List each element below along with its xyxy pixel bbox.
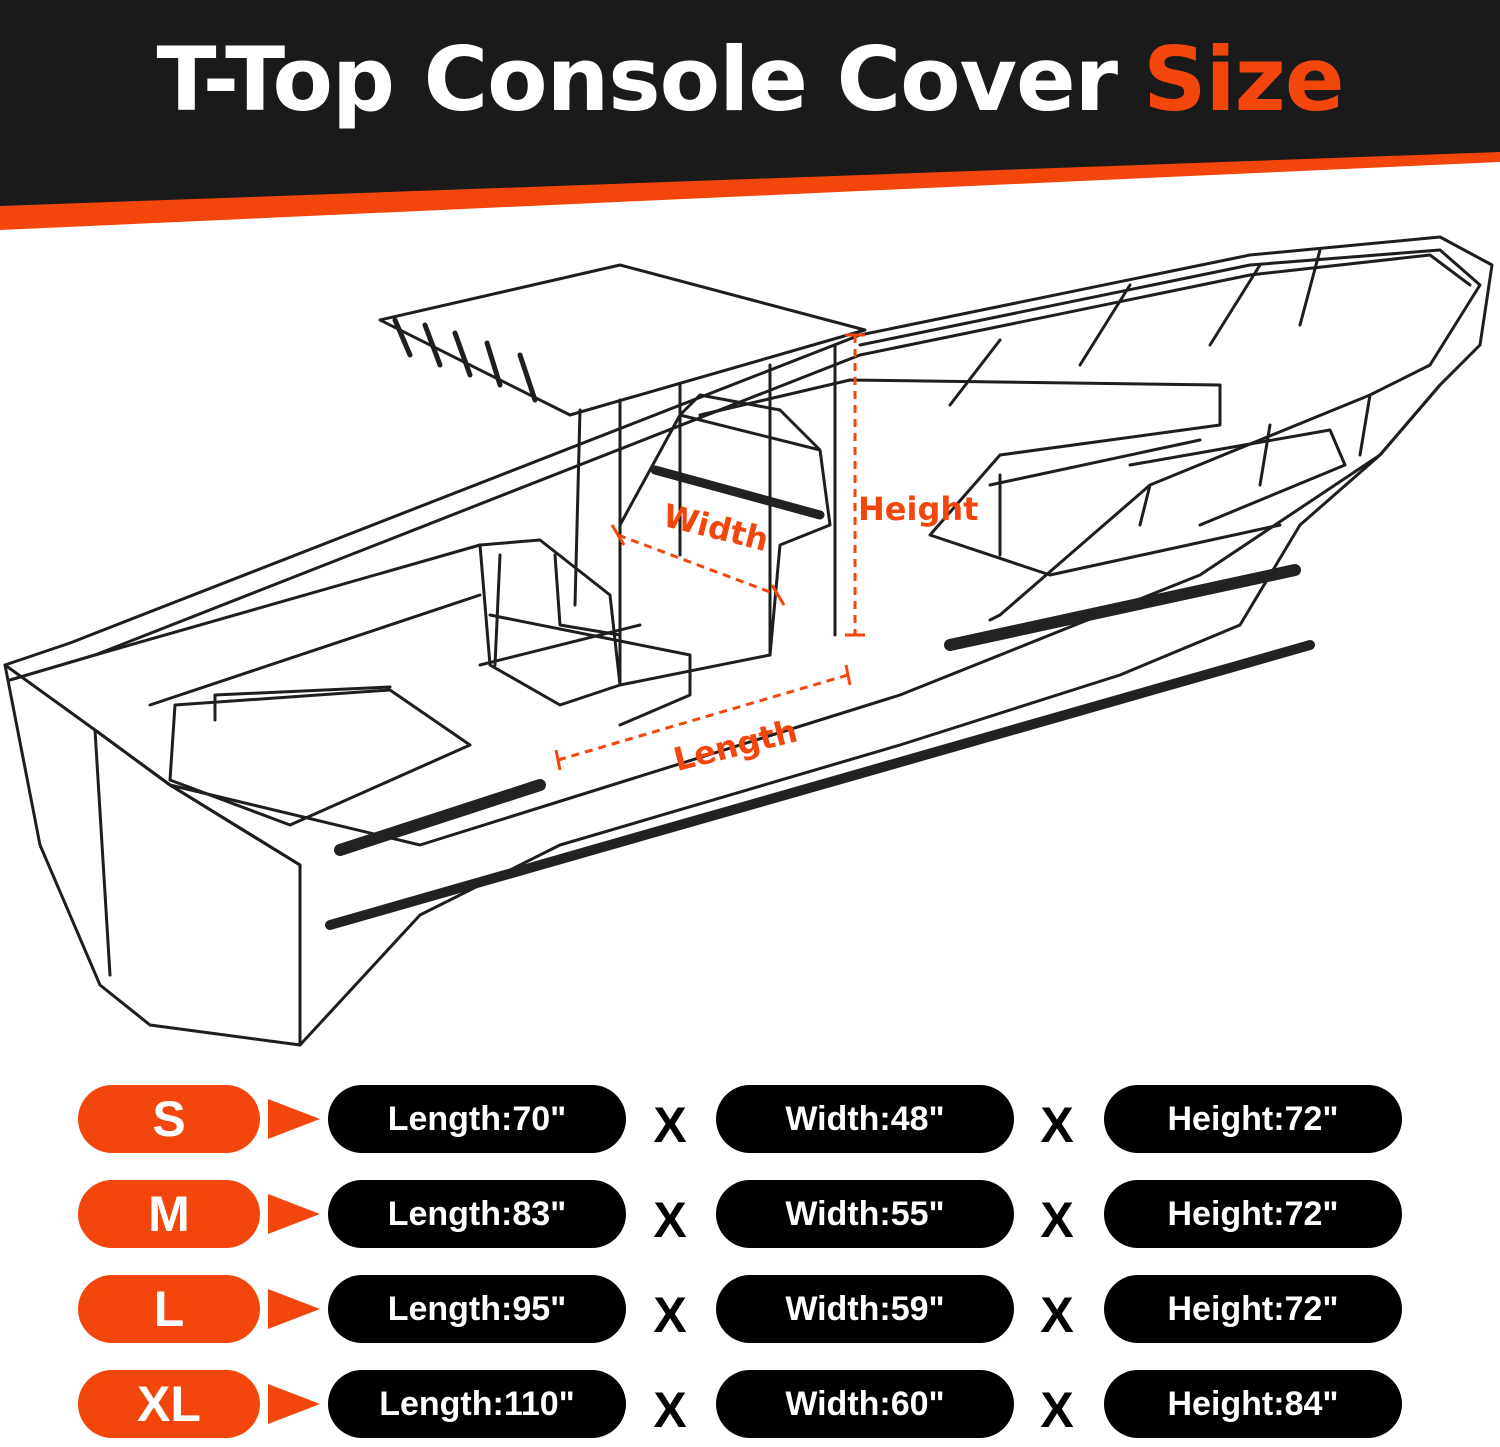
rub-rail bbox=[93, 383, 1442, 847]
hull-stripe-bow bbox=[944, 564, 1301, 651]
height-value: Height:72" bbox=[1104, 1085, 1402, 1153]
bow-rail bbox=[858, 248, 1482, 622]
size-badge: S bbox=[78, 1085, 260, 1153]
height-label: Height bbox=[858, 490, 978, 528]
header-accent-stripe bbox=[0, 150, 1500, 230]
size-badge: L bbox=[78, 1275, 260, 1343]
multiply-sign: X bbox=[1040, 1382, 1074, 1438]
transom bbox=[3, 663, 302, 1047]
t-top-posts bbox=[573, 343, 837, 657]
boat-diagram: Height Width Length bbox=[3, 235, 1494, 1047]
length-value: Length:83" bbox=[328, 1180, 626, 1248]
rod-holders bbox=[392, 317, 538, 403]
gunwale-line bbox=[8, 253, 1472, 682]
header-dark-band bbox=[0, 0, 1500, 206]
size-row-m: M Length:83" X Width:55" X Height:72" bbox=[0, 1180, 1500, 1252]
title-accent: Size bbox=[1143, 28, 1344, 131]
multiply-sign: X bbox=[1040, 1192, 1074, 1248]
length-value: Length:110" bbox=[328, 1370, 626, 1438]
header-background bbox=[0, 0, 1500, 230]
size-row-s: S Length:70" X Width:48" X Height:72" bbox=[0, 1085, 1500, 1157]
arrow-right-icon bbox=[268, 1194, 320, 1234]
width-dimension-caps bbox=[610, 524, 786, 606]
length-value: Length:70" bbox=[328, 1085, 626, 1153]
multiply-sign: X bbox=[653, 1382, 687, 1438]
multiply-sign: X bbox=[653, 1287, 687, 1343]
height-value: Height:72" bbox=[1104, 1275, 1402, 1343]
length-dimension-caps bbox=[554, 664, 852, 771]
height-dimension-caps bbox=[845, 333, 865, 637]
length-label: Length bbox=[670, 712, 801, 779]
console bbox=[618, 393, 832, 687]
stern-seat bbox=[168, 685, 472, 827]
bow-deck bbox=[698, 378, 1347, 577]
hull-stripe-stern bbox=[334, 779, 546, 856]
title-main: T-Top Console Cover bbox=[156, 28, 1118, 131]
multiply-sign: X bbox=[653, 1097, 687, 1153]
arrow-right-icon bbox=[268, 1289, 320, 1329]
multiply-sign: X bbox=[653, 1192, 687, 1248]
width-label: Width bbox=[659, 496, 772, 559]
transom-inner bbox=[93, 728, 302, 977]
arrow-right-icon bbox=[268, 1099, 320, 1139]
hull-stripe-mid bbox=[325, 640, 1315, 930]
size-row-l: L Length:95" X Width:59" X Height:72" bbox=[0, 1275, 1500, 1347]
width-value: Width:59" bbox=[716, 1275, 1014, 1343]
leaning-post bbox=[478, 538, 692, 727]
height-value: Height:84" bbox=[1104, 1370, 1402, 1438]
length-value: Length:95" bbox=[328, 1275, 626, 1343]
hull-outline bbox=[3, 235, 1494, 1047]
arrow-right-icon bbox=[268, 1384, 320, 1424]
width-dimension-line bbox=[617, 533, 779, 597]
size-row-xl: XL Length:110" X Width:60" X Height:84" bbox=[0, 1370, 1500, 1442]
size-badge: M bbox=[78, 1180, 260, 1248]
width-value: Width:48" bbox=[716, 1085, 1014, 1153]
deck-line bbox=[93, 543, 642, 707]
size-badge: XL bbox=[78, 1370, 260, 1438]
multiply-sign: X bbox=[1040, 1287, 1074, 1343]
width-value: Width:55" bbox=[716, 1180, 1014, 1248]
height-value: Height:72" bbox=[1104, 1180, 1402, 1248]
multiply-sign: X bbox=[1040, 1097, 1074, 1153]
width-value: Width:60" bbox=[716, 1370, 1014, 1438]
t-top-canopy bbox=[378, 263, 867, 417]
console-windshield bbox=[650, 465, 825, 520]
